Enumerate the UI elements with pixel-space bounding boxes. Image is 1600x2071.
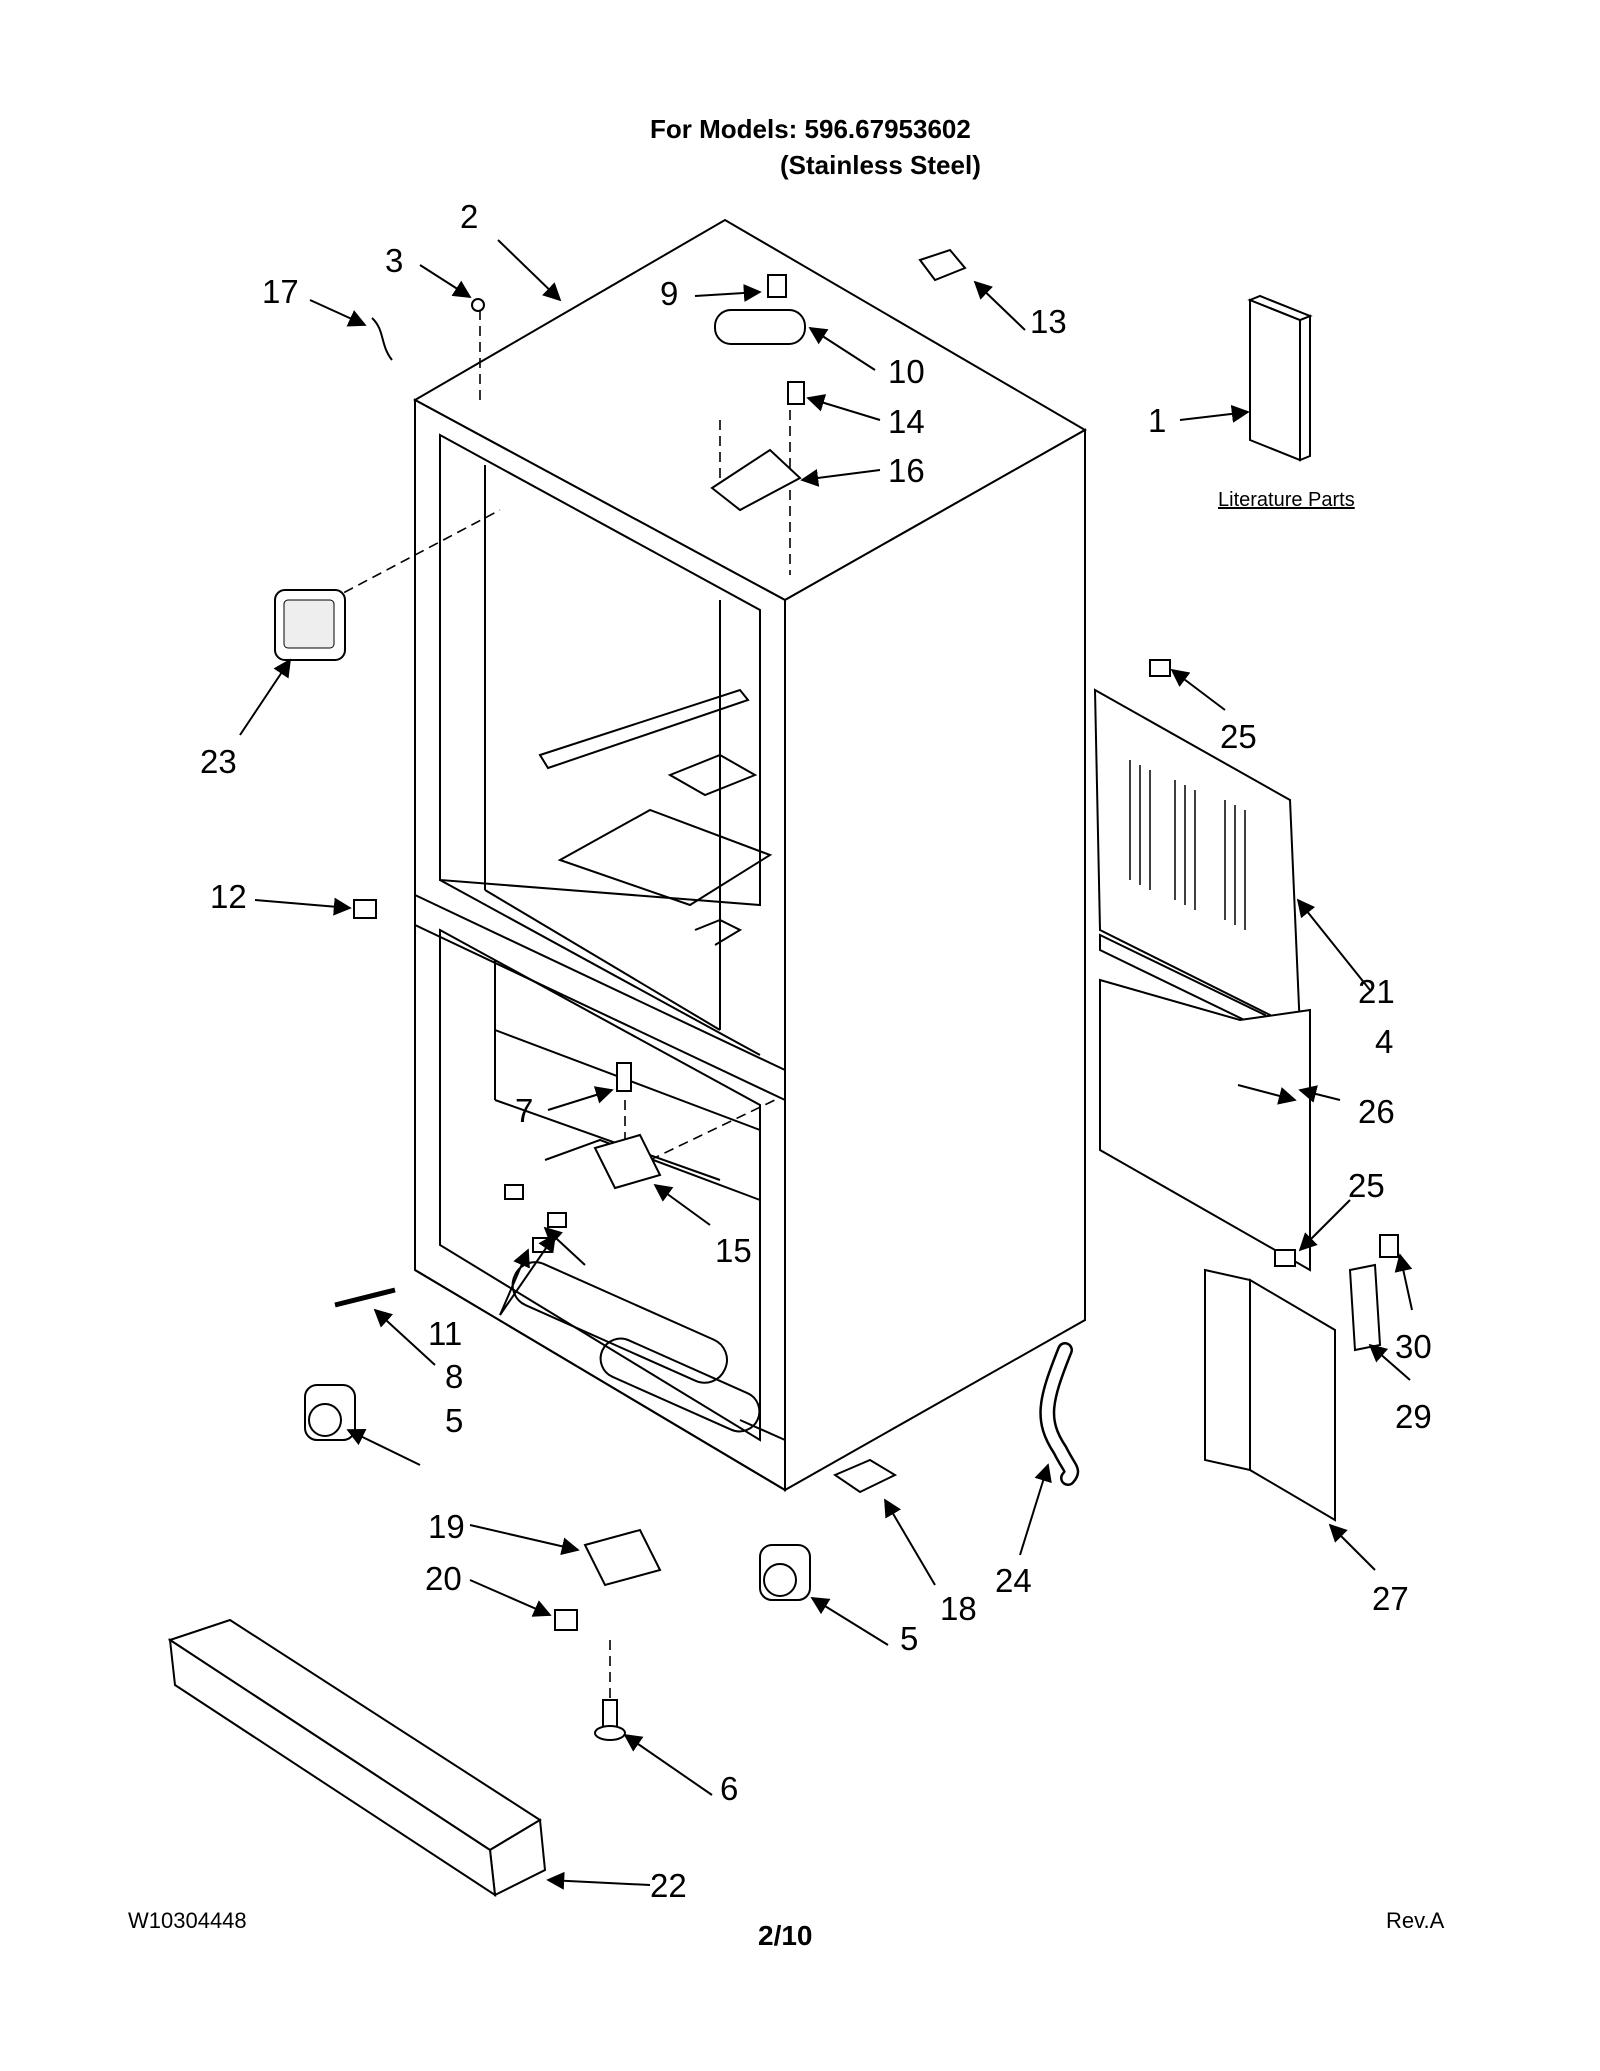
screw-11a-part [504,1184,524,1200]
page-number: 2/10 [758,1920,813,1951]
callout-26: 26 [1358,1093,1395,1130]
callout-8: 8 [445,1358,463,1395]
bracket-part [583,1528,662,1587]
revision-label: Rev.A [1386,1908,1445,1933]
bolt-part [787,381,805,405]
screw-25a-part [1149,659,1171,677]
screw-12-part [353,899,377,919]
callout-14: 14 [888,403,925,440]
callout-29: 29 [1395,1398,1432,1435]
callout-2: 2 [460,198,478,235]
callout-9: 9 [660,275,678,312]
bracket-29-part [1348,1263,1382,1352]
roller-part-a [304,1384,356,1441]
callout-12: 12 [210,878,247,915]
document-number: W10304448 [128,1908,247,1933]
screw-part [471,298,485,312]
clip-part [832,1458,898,1494]
callout-20: 20 [425,1560,462,1597]
screw-11b-part [547,1212,567,1228]
callout-23: 23 [200,743,237,780]
access-panel-part [1093,688,1302,1032]
hinge-cover-part [714,309,806,345]
callout-25a: 25 [1220,718,1257,755]
callout-25b: 25 [1348,1167,1385,1204]
screw-25b-part [1274,1249,1296,1267]
screw-20-part [554,1609,578,1631]
callout-7: 7 [515,1092,533,1129]
bottom-hinge-part [593,1133,662,1190]
callout-13: 13 [1030,303,1067,340]
callout-17: 17 [262,273,299,310]
callout-5a: 5 [445,1402,463,1439]
callout-19: 19 [428,1508,465,1545]
pin-part [616,1062,632,1092]
leveling-bolt-part [334,1287,396,1308]
callout-5b: 5 [900,1620,918,1657]
literature-parts-label: Literature Parts [1218,489,1355,511]
header-finish: (Stainless Steel) [780,150,981,180]
top-hinge-part [710,448,802,512]
callout-16: 16 [888,452,925,489]
callout-24: 24 [995,1562,1032,1599]
callout-15: 15 [715,1232,752,1269]
callout-6: 6 [720,1770,738,1807]
control-box-part [1204,1268,1336,1522]
tape-part [371,317,393,361]
callout-18: 18 [940,1590,977,1627]
callout-22: 22 [650,1867,687,1904]
insulation-pad-part [1099,978,1311,1272]
callout-30: 30 [1395,1328,1432,1365]
callout-1: 1 [1148,402,1166,439]
callout-10: 10 [888,353,925,390]
label-part [918,248,967,282]
callout-21: 21 [1358,973,1395,1010]
screw-30-part [1379,1234,1399,1258]
callout-3: 3 [385,242,403,279]
literature-part [1249,298,1301,462]
cabinet [412,218,1088,1492]
toe-grille-part [167,1618,547,1898]
callout-27: 27 [1372,1580,1409,1617]
hinge-screw-part [767,274,787,298]
roller-part-b [759,1544,811,1601]
header-models: For Models: 596.67953602 [650,114,971,144]
callout-4: 4 [1375,1023,1393,1060]
callout-11: 11 [428,1315,462,1352]
